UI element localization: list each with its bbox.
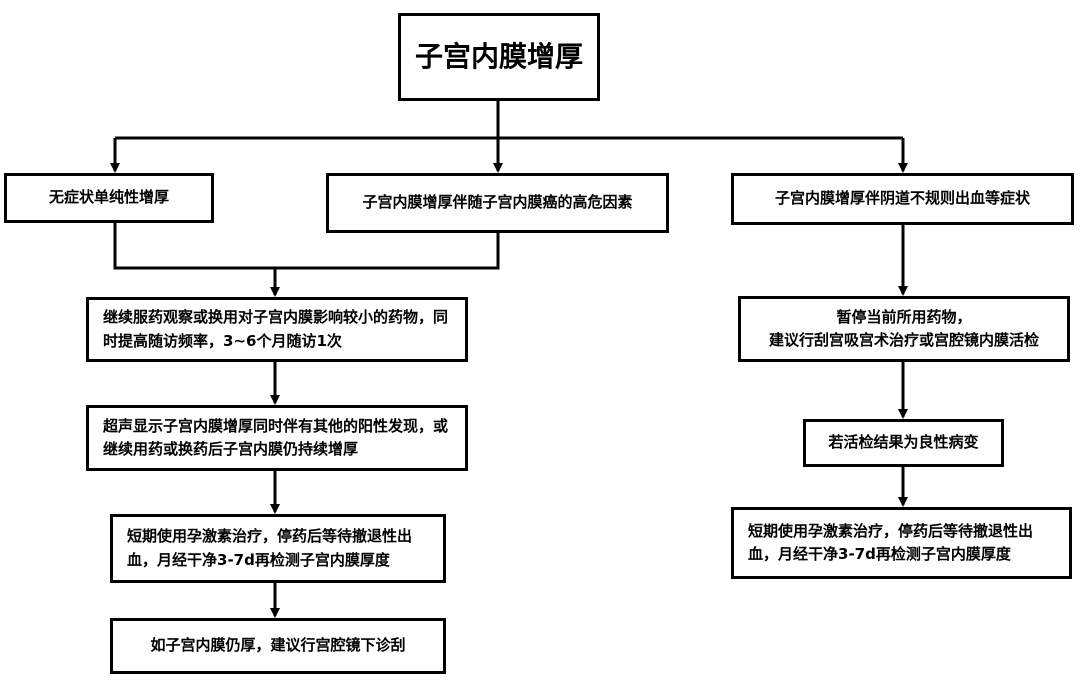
node-endometrial-thickening: 子宫内膜增厚 [398,13,600,101]
node-progestin-left: 短期使用孕激素治疗，停药后等待撤退性出血，月经干净3-7d再检测子宫内膜厚度 [110,514,446,583]
node-label: 子宫内膜增厚伴阴道不规则出血等症状 [774,189,1030,208]
node-progestin-right: 短期使用孕激素治疗，停药后等待撤退性出血，月经干净3-7d再检测子宫内膜厚度 [731,507,1072,579]
node-pause-meds: 暂停当前所用药物， 建议行刮宫吸宫术治疗或宫腔镜内膜活检 [738,296,1070,362]
node-label: 暂停当前所用药物， 建议行刮宫吸宫术治疗或宫腔镜内膜活检 [768,307,1039,349]
node-high-risk: 子宫内膜增厚伴随子宫内膜癌的高危因素 [326,173,669,233]
node-label: 继续服药观察或换用对子宫内膜影响较小的药物，同时提高随访频率，3~6个月随访1次 [103,308,449,350]
node-benign: 若活检结果为良性病变 [803,419,1004,467]
node-label: 如子宫内膜仍厚，建议行宫腔镜下诊刮 [150,636,406,655]
node-label: 子宫内膜增厚伴随子宫内膜癌的高危因素 [362,193,633,212]
node-label: 子宫内膜增厚 [415,40,584,74]
connector-merge [113,222,500,270]
node-label: 超声显示子宫内膜增厚同时伴有其他的阳性发现，或继续用药或换药后子宫内膜仍持续增厚 [103,416,449,458]
node-label: 短期使用孕激素治疗，停药后等待撤退性出血，月经干净3-7d再检测子宫内膜厚度 [748,521,1034,563]
node-bleeding: 子宫内膜增厚伴阴道不规则出血等症状 [731,173,1074,225]
node-hysteroscopy: 如子宫内膜仍厚，建议行宫腔镜下诊刮 [110,618,446,674]
node-continue-meds: 继续服药观察或换用对子宫内膜影响较小的药物，同时提高随访频率，3~6个月随访1次 [86,297,468,362]
node-label: 短期使用孕激素治疗，停药后等待撤退性出血，月经干净3-7d再检测子宫内膜厚度 [127,527,413,569]
node-ultrasound: 超声显示子宫内膜增厚同时伴有其他的阳性发现，或继续用药或换药后子宫内膜仍持续增厚 [86,405,468,471]
node-asymptomatic: 无症状单纯性增厚 [4,173,214,223]
node-label: 若活检结果为良性病变 [828,433,979,452]
node-label: 无症状单纯性增厚 [48,188,169,207]
